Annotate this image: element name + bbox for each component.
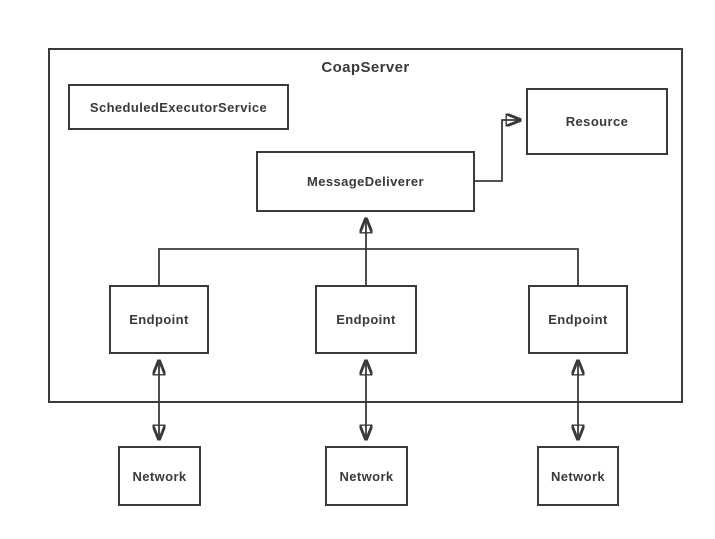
node-message-deliverer: MessageDeliverer	[256, 151, 475, 212]
node-endpoint-2: Endpoint	[315, 285, 417, 354]
node-network-2: Network	[325, 446, 408, 506]
node-resource: Resource	[526, 88, 668, 155]
node-endpoint-1: Endpoint	[109, 285, 209, 354]
node-label: Network	[339, 468, 394, 484]
node-label: ScheduledExecutorService	[89, 99, 268, 115]
node-label: Endpoint	[548, 312, 608, 327]
node-network-1: Network	[118, 446, 201, 506]
node-label: Network	[550, 468, 606, 484]
node-label: Network	[132, 468, 187, 484]
node-label: Endpoint	[129, 312, 189, 327]
node-endpoint-3: Endpoint	[528, 285, 628, 354]
node-label: Endpoint	[336, 312, 396, 327]
coapserver-title: CoapServer	[321, 59, 410, 76]
node-label: MessageDeliverer	[307, 174, 424, 189]
node-network-3: Network	[537, 446, 619, 506]
node-label: Resource	[565, 114, 629, 129]
node-scheduled-executor-service: ScheduledExecutorService	[68, 84, 289, 130]
